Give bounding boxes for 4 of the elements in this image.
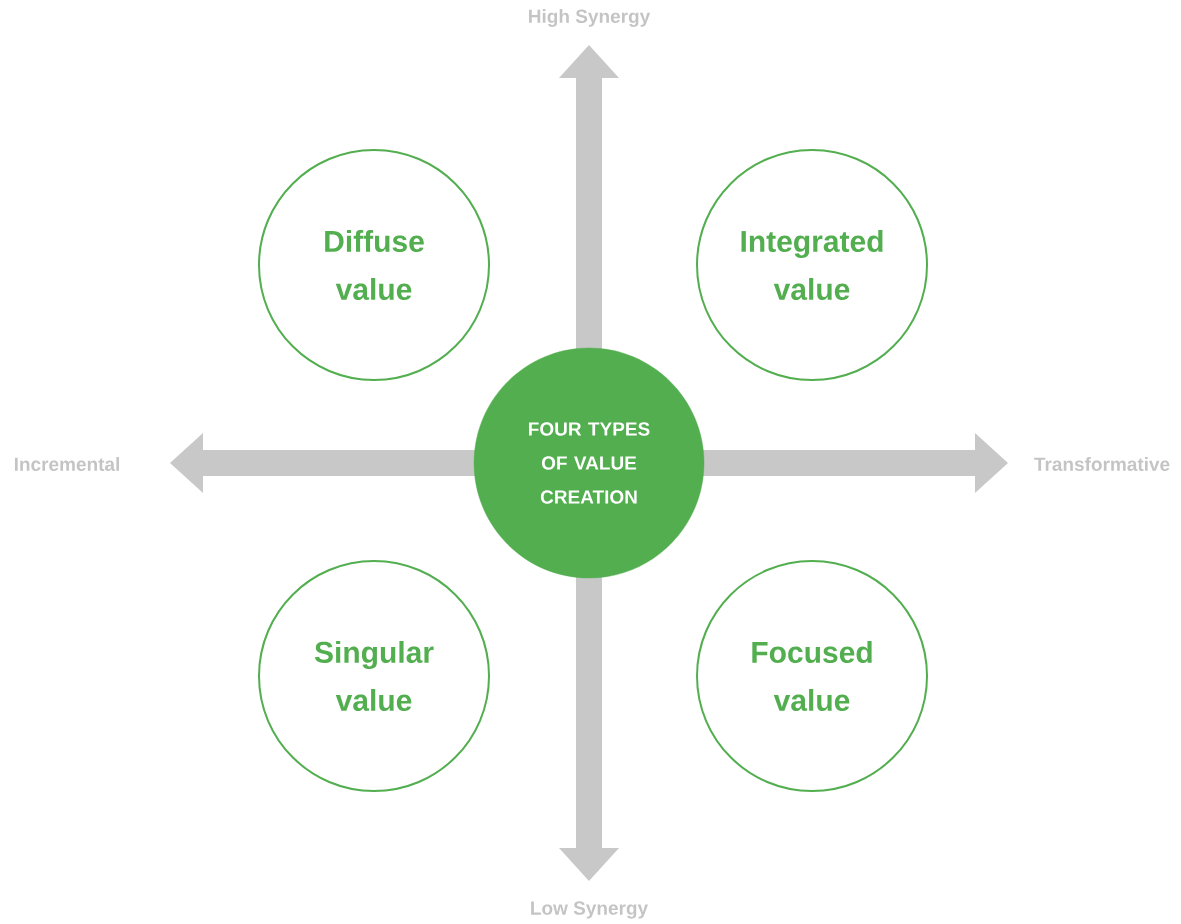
axis-label: Low Synergy: [531, 901, 648, 919]
axis-label: Incremental: [14, 457, 119, 471]
axis-label: Transformative: [1034, 457, 1170, 471]
axis-label: High Synergy: [529, 9, 651, 27]
